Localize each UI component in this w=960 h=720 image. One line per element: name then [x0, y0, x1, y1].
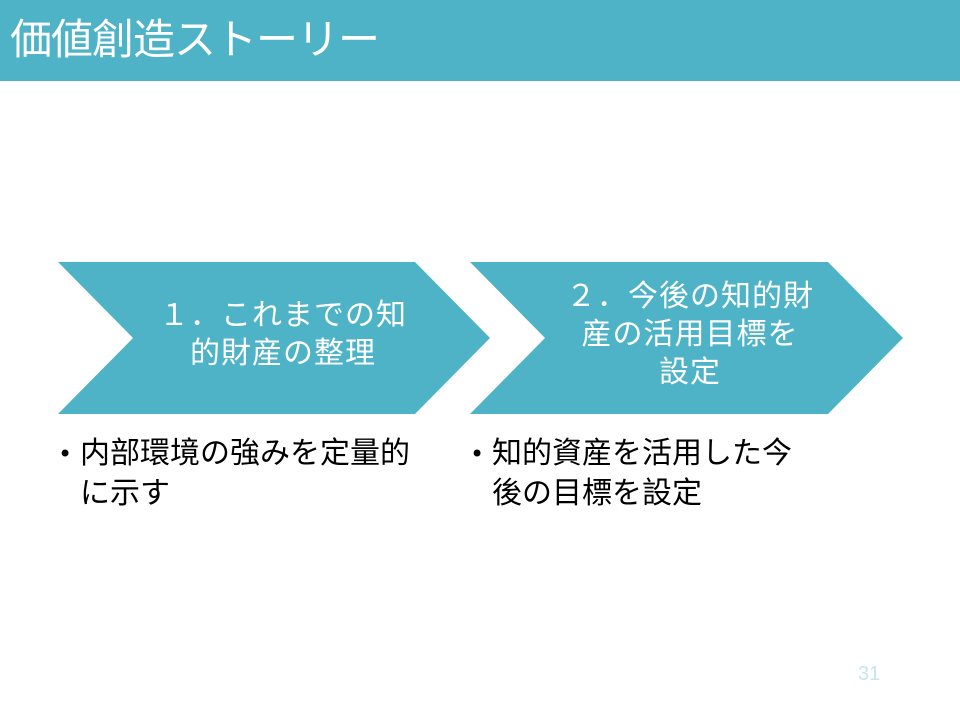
step-1-line-2: 的財産の整理	[190, 336, 376, 371]
step-1-line-1: １．これまでの知	[159, 298, 407, 333]
step-2-line-1: ２．今後の知的財	[566, 279, 814, 314]
step-2-bullet-text: 知的資産を活用した今後の目標を設定	[492, 436, 792, 511]
step-2-label: ２．今後の知的財 産の活用目標を 設定	[540, 278, 840, 392]
step-1-chevron: １．これまでの知 的財産の整理	[58, 262, 490, 414]
bullet-dot-icon: •	[58, 440, 73, 468]
step-2-line-3: 設定	[659, 355, 721, 390]
chevron-shape	[470, 262, 903, 414]
title-bar: 価値創造ストーリー	[0, 0, 960, 81]
slide-title: 価値創造ストーリー	[10, 15, 380, 64]
step-1-label: １．これまでの知 的財産の整理	[153, 297, 413, 373]
step-1-bullet-text: 内部環境の強みを定量的に示す	[80, 436, 410, 511]
page-number: 31	[858, 663, 881, 685]
step-2-line-2: 産の活用目標を	[581, 317, 799, 352]
chevron-shape	[58, 262, 490, 414]
step-2-chevron: ２．今後の知的財 産の活用目標を 設定	[470, 262, 903, 414]
bullet-dot-icon: •	[470, 440, 485, 468]
